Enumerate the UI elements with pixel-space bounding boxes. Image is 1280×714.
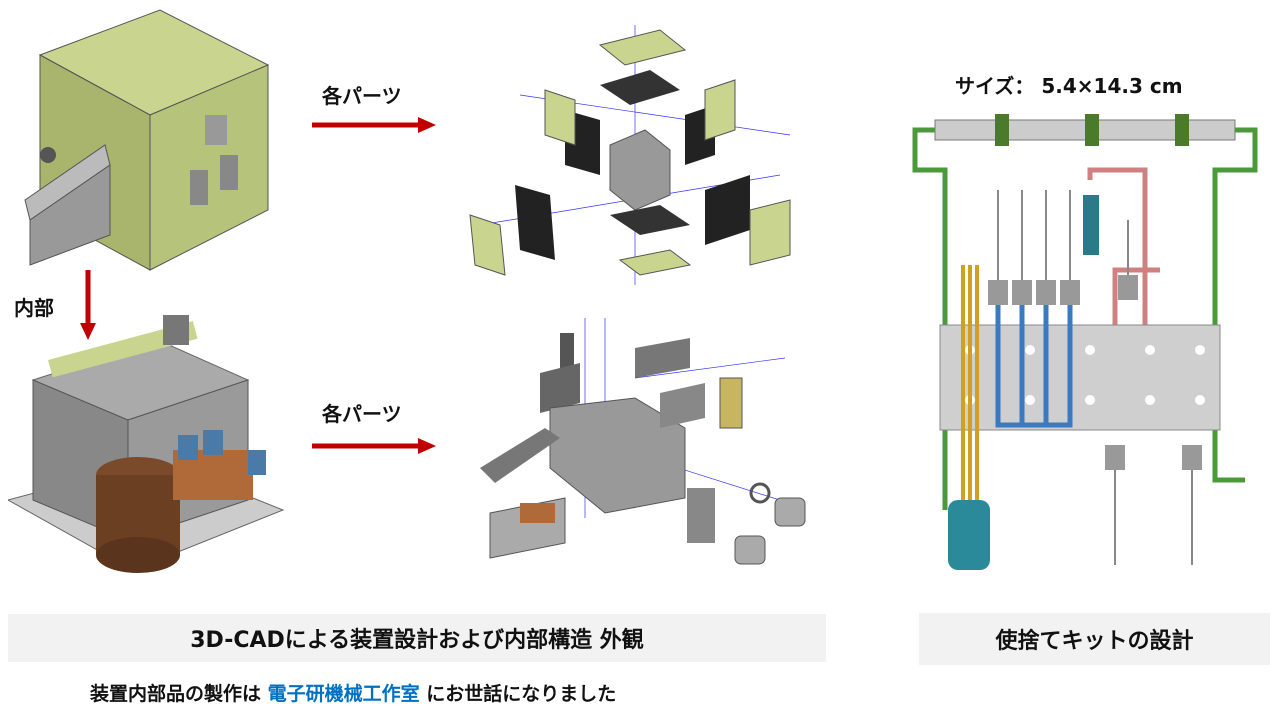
arrow-right-bottom bbox=[312, 438, 436, 454]
exploded-interior-image bbox=[480, 318, 806, 565]
parts-label-bottom: 各パーツ bbox=[322, 402, 402, 426]
workshop-link[interactable]: 電子研機械工作室 bbox=[267, 683, 420, 705]
note-suffix: にお世話になりました bbox=[419, 683, 617, 705]
note-prefix: 装置内部品の製作は bbox=[90, 683, 268, 705]
interior-label: 内部 bbox=[14, 296, 54, 320]
parts-label-top: 各パーツ bbox=[322, 84, 402, 108]
arrow-right-top bbox=[312, 117, 436, 133]
device-housing-image bbox=[24, 9, 270, 271]
size-label: サイズ： 5.4×14.3 cm bbox=[955, 74, 1183, 98]
caption-left: 3D-CADによる装置設計および内部構造 外観 bbox=[8, 614, 826, 662]
device-interior-image bbox=[8, 315, 285, 573]
caption-right: 使捨てキットの設計 bbox=[919, 613, 1270, 665]
exploded-housing-image bbox=[469, 25, 791, 285]
disposable-kit-image bbox=[912, 114, 1258, 570]
arrow-down bbox=[80, 270, 96, 340]
acknowledgement-note: 装置内部品の製作は 電子研機械工作室 にお世話になりました bbox=[90, 679, 616, 706]
